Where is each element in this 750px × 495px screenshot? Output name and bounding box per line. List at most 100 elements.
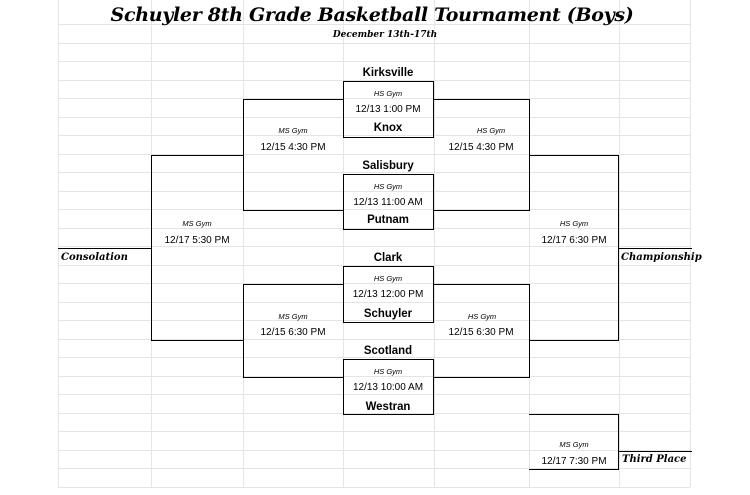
grid-row-line: [58, 79, 690, 81]
team-knox: Knox: [373, 120, 403, 134]
bracket-line: [343, 266, 434, 267]
game1-venue: HS Gym: [373, 89, 403, 98]
grid-row-line: [58, 227, 690, 229]
bracket-line: [243, 99, 244, 211]
bracket-line: [529, 155, 619, 156]
bracket-line: [433, 284, 530, 285]
bracket-line: [151, 340, 243, 341]
grid-row-line: [58, 283, 690, 284]
bracket-line: [343, 414, 434, 415]
grid-row-line: [58, 98, 690, 99]
bracket-line: [58, 248, 151, 249]
grid-row-line: [58, 42, 690, 44]
team-putnam: Putnam: [367, 212, 409, 226]
grid-row-line: [58, 153, 690, 155]
grid-column-line: [529, 0, 530, 487]
third-place-venue: MS Gym: [559, 440, 589, 449]
grid-column-line: [243, 0, 244, 487]
bracket-line: [343, 322, 434, 323]
bracket-line: [433, 99, 530, 100]
bracket-line: [343, 229, 434, 230]
sr-right-bottom-venue: HS Gym: [467, 312, 497, 321]
bracket-line: [433, 377, 530, 378]
grid-row-line: [58, 190, 690, 192]
grid-row-line: [58, 412, 690, 414]
bracket-line: [529, 340, 619, 341]
grid-row-line: [58, 431, 690, 432]
sr-right-top-time: 12/15 4:30 PM: [448, 142, 514, 153]
team-westran: Westran: [365, 399, 411, 413]
bracket-line: [343, 266, 344, 322]
bracket-line: [343, 81, 344, 137]
third-place-time: 12/17 7:30 PM: [541, 456, 607, 467]
grid-row-line: [58, 357, 690, 358]
sr-left-top-venue: MS Gym: [278, 126, 308, 135]
grid-row-line: [58, 320, 690, 321]
sr-left-bottom-venue: MS Gym: [278, 312, 308, 321]
grid-row-line: [58, 486, 690, 488]
consolation-time: 12/17 5:30 PM: [164, 235, 230, 246]
bracket-line: [529, 414, 619, 415]
team-kirksville: Kirksville: [362, 65, 414, 79]
bracket-line: [619, 248, 692, 249]
grid-column-line: [619, 0, 620, 487]
bracket-line: [619, 451, 692, 452]
grid-row-line: [58, 135, 690, 136]
bracket-line: [243, 210, 343, 211]
grid-row-line: [58, 375, 690, 377]
third-place-label: Third Place: [622, 454, 687, 465]
grid-row-line: [58, 264, 690, 266]
consolation-venue: MS Gym: [182, 219, 212, 228]
game3-time: 12/13 12:00 PM: [352, 289, 424, 300]
bracket-line: [243, 284, 343, 285]
grid-column-line: [343, 0, 344, 487]
bracket-line: [243, 377, 343, 378]
game2-time: 12/13 11:00 AM: [353, 197, 423, 208]
grid-row-line: [58, 209, 690, 210]
sr-right-bottom-time: 12/15 6:30 PM: [448, 327, 514, 338]
bracket-line: [433, 210, 530, 211]
game4-time: 12/13 10:00 AM: [352, 382, 424, 393]
team-salisbury: Salisbury: [362, 158, 414, 172]
grid-row-line: [58, 246, 690, 247]
sr-left-bottom-time: 12/15 6:30 PM: [260, 327, 326, 338]
bracket-line: [343, 359, 344, 414]
grid-column-line: [58, 0, 59, 487]
grid-row-line: [58, 172, 690, 173]
tournament-title: Schuyler 8th Grade Basketball Tournament…: [110, 4, 634, 26]
game3-venue: HS Gym: [373, 274, 403, 283]
grid-row-line: [58, 468, 690, 469]
bracket-line: [433, 81, 434, 137]
bracket-line: [151, 155, 243, 156]
bracket-line: [343, 174, 434, 175]
grid-row-line: [58, 61, 690, 62]
sr-right-top-venue: HS Gym: [476, 126, 506, 135]
team-clark: Clark: [373, 250, 403, 264]
bracket-line: [243, 284, 244, 378]
bracket-line: [433, 359, 434, 414]
championship-label: Championship: [621, 252, 702, 263]
grid-row-line: [58, 24, 690, 25]
game2-venue: HS Gym: [373, 182, 403, 191]
championship-time: 12/17 6:30 PM: [541, 235, 607, 246]
tournament-dates: December 13th-17th: [332, 30, 438, 40]
bracket-line: [433, 174, 434, 229]
bracket-line: [618, 414, 619, 470]
game1-time: 12/13 1:00 PM: [355, 104, 421, 115]
sr-left-top-time: 12/15 4:30 PM: [260, 142, 326, 153]
team-scotland: Scotland: [363, 343, 413, 357]
grid-row-line: [58, 394, 690, 395]
game4-venue: HS Gym: [373, 367, 403, 376]
team-schuyler: Schuyler: [363, 306, 413, 320]
bracket-line: [433, 266, 434, 322]
bracket-line: [151, 155, 152, 341]
grid-row-line: [58, 338, 690, 340]
bracket-line: [343, 81, 434, 82]
grid-row-line: [58, 301, 690, 303]
bracket-line: [343, 359, 434, 360]
bracket-line: [529, 469, 619, 470]
grid-column-line: [434, 0, 435, 487]
bracket-line: [343, 174, 344, 229]
bracket-line: [529, 284, 530, 378]
